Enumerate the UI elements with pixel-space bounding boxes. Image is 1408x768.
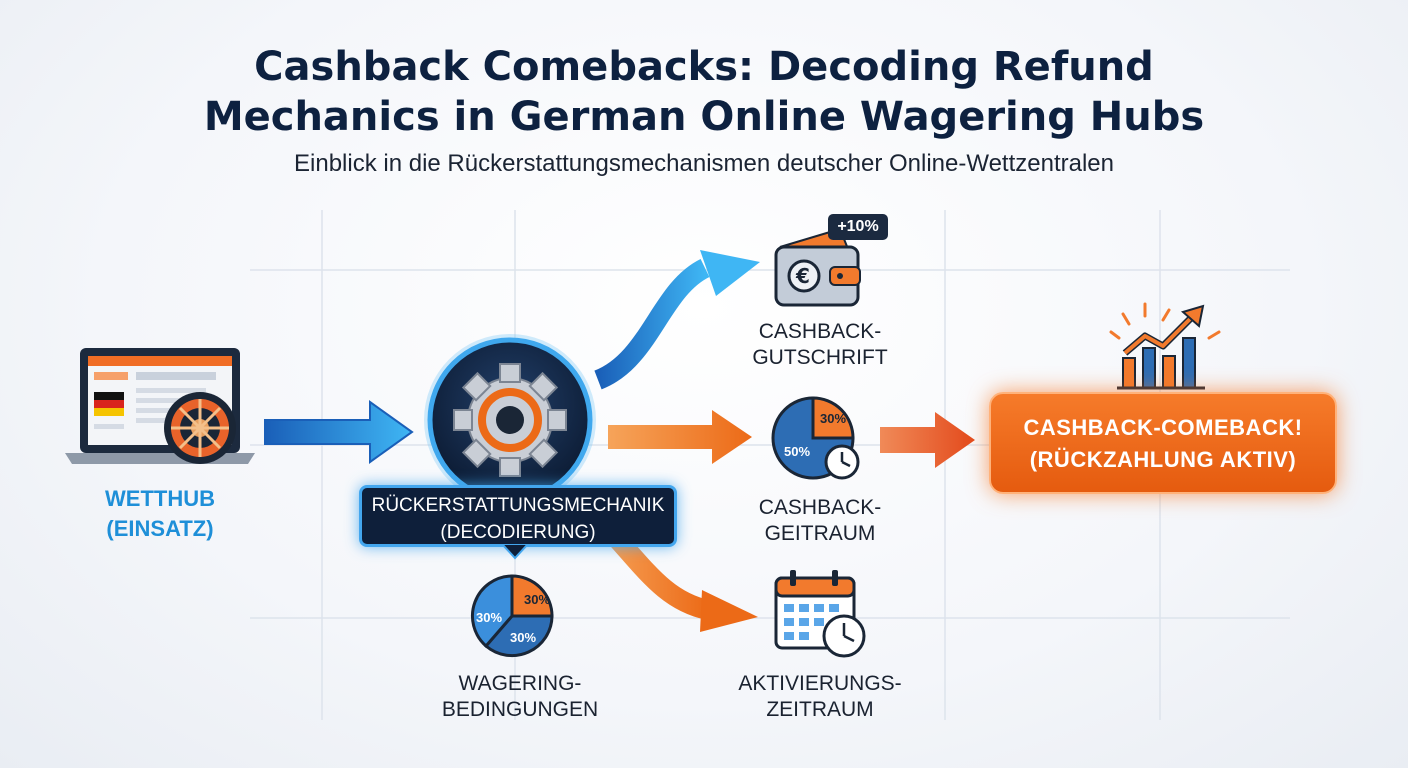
growth-chart-icon xyxy=(1109,302,1221,390)
wagering-pct-left: 30% xyxy=(476,610,502,625)
zeitraum-label-line1: CASHBACK- xyxy=(758,496,882,519)
wagering-label-line1: WAGERING- xyxy=(458,672,582,695)
arrow-to-result xyxy=(880,412,975,468)
clock-icon xyxy=(822,614,866,658)
page-subtitle: Einblick in die Rückerstattungsmechanism… xyxy=(294,150,1114,177)
result-label-line2: (RÜCKZAHLUNG AKTIV) xyxy=(1029,447,1297,472)
page-title-line1: Cashback Comebacks: Decoding Refund xyxy=(254,44,1154,90)
result-box: CASHBACK-COMEBACK! (RÜCKZAHLUNG AKTIV) xyxy=(989,392,1337,494)
aktivierung-label-line1: AKTIVIERUNGS- xyxy=(738,672,902,695)
wagering-pct-top: 30% xyxy=(524,592,550,607)
mechanism-pointer xyxy=(500,544,530,560)
calendar-icon xyxy=(774,570,866,658)
pie-chart-icon: 30% 30% 30% xyxy=(470,574,554,658)
mechanism-label-line2: (DECODIERUNG) xyxy=(440,522,596,543)
mechanism-box: RÜCKERSTATTUNGSMECHANIK (DECODIERUNG) xyxy=(359,485,677,547)
roulette-icon xyxy=(164,392,236,464)
zeitraum-label-line2: GEITRAUM xyxy=(764,522,876,545)
arrow-to-zeitraum xyxy=(608,410,752,464)
laptop-icon xyxy=(65,348,255,464)
arrow-to-gutschrift xyxy=(593,259,710,390)
cashback-period-icon: 30% 50% xyxy=(771,396,860,480)
wetthub-label-line2: (EINSATZ) xyxy=(106,516,214,541)
input-arrow xyxy=(264,400,414,464)
wetthub-label-line1: WETTHUB xyxy=(105,486,215,511)
svg-text:€: € xyxy=(795,264,810,288)
cashback-badge: +10% xyxy=(828,214,888,240)
wagering-label-line2: BEDINGUNGEN xyxy=(441,698,599,721)
page-title-line2: Mechanics in German Online Wagering Hubs xyxy=(203,94,1205,140)
gutschrift-label-line2: GUTSCHRIFT xyxy=(752,346,888,369)
euro-icon: € xyxy=(787,259,821,293)
wagering-pct-bottom: 30% xyxy=(510,630,536,645)
germany-flag-icon xyxy=(94,392,124,416)
aktivierung-label-line2: ZEITRAUM xyxy=(766,698,874,721)
result-label-line1: CASHBACK-COMEBACK! xyxy=(1023,415,1303,440)
mechanism-label-line1: RÜCKERSTATTUNGSMECHANIK xyxy=(371,495,665,516)
clock-icon xyxy=(824,444,860,480)
gear-icon xyxy=(424,334,596,506)
zeitraum-pct-top: 30% xyxy=(820,411,846,426)
gutschrift-label-line1: CASHBACK- xyxy=(758,320,882,343)
zeitraum-pct-left: 50% xyxy=(784,444,810,459)
